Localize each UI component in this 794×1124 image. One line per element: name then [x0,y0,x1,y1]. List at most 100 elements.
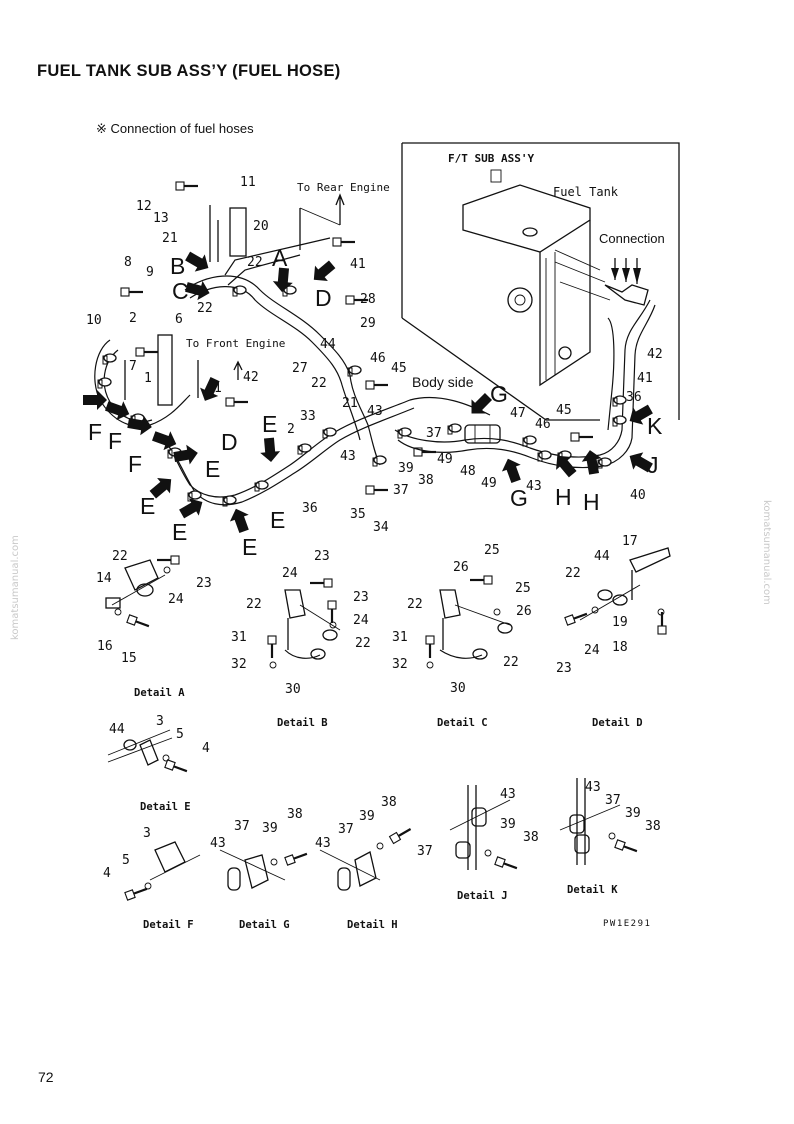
part-number-label: 38 [287,807,303,822]
part-number-label: 37 [234,819,250,834]
callout-36b: 36 [626,390,642,405]
part-number-label: 14 [96,571,112,586]
callout-42b: 42 [647,347,663,362]
callout-21: 21 [162,231,178,246]
detail-a: 22 23 24 14 16 15 Detail A [96,549,212,699]
callout-43c: 43 [526,479,542,494]
part-number-label: 38 [523,830,539,845]
to-rear-engine-label: To Rear Engine [297,181,390,194]
detail-b: 23 24 22 23 24 22 31 32 30 Detail B [231,549,371,729]
page-number: 72 [38,1069,54,1085]
part-number-label: 5 [122,853,130,868]
callout-37b: 37 [393,483,409,498]
part-number-label: 38 [645,819,661,834]
part-number-label: 26 [453,560,469,575]
callout-33: 33 [300,409,316,424]
body-side-label: Body side [412,374,474,390]
callout-27: 27 [292,361,308,376]
connection-label: Connection [599,231,665,246]
callout-49b: 49 [481,476,497,491]
letter-e5: E [270,507,285,533]
letter-g1: G [490,381,508,407]
callout-22: 22 [247,255,263,270]
part-number-label: 44 [594,549,610,564]
to-front-engine-label: To Front Engine [186,337,285,350]
callout-34: 34 [373,520,389,535]
part-number-label: 23 [556,661,572,676]
detail-c: 25 26 25 22 26 31 32 22 30 Detail C [392,543,532,729]
part-number-label: 37 [338,822,354,837]
reference-letters: A B C D D F F F E E E E E E G G H H K J [88,245,663,560]
letter-j: J [647,452,659,478]
fuel-tank-panel [401,142,680,421]
callout-1b: 1 [214,381,222,396]
ft-sub-assy-label: F/T SUB ASS'Y [448,152,534,165]
callout-46b: 46 [535,417,551,432]
part-number-label: 22 [355,636,371,651]
detail-g-caption: Detail G [239,919,290,931]
detail-f: 3 5 4 Detail F [103,826,201,931]
detail-g: 43 37 39 38 Detail G [210,807,310,931]
letter-d2: D [221,429,238,455]
callout-12: 12 [136,199,152,214]
callout-28: 28 [360,292,376,307]
part-number-label: 16 [97,639,113,654]
letter-e6: E [242,534,257,560]
part-number-label: 3 [156,714,164,729]
part-number-label: 39 [500,817,516,832]
part-number-label: 30 [450,681,466,696]
part-number-label: 23 [196,576,212,591]
part-number-label: 43 [585,780,601,795]
part-number-label: 43 [210,836,226,851]
detail-d-caption: Detail D [592,717,643,729]
detail-k: 43 37 39 38 Detail K [559,778,661,896]
callout-22c: 22 [311,376,327,391]
figure-code: PW1E291 [603,919,651,929]
part-number-label: 43 [500,787,516,802]
part-number-label: 25 [515,581,531,596]
detail-a-caption: Detail A [134,687,185,699]
callout-10: 10 [86,313,102,328]
callout-45: 45 [391,361,407,376]
detail-j-caption: Detail J [457,890,508,902]
letter-a: A [272,245,288,271]
part-number-label: 23 [314,549,330,564]
part-number-label: 19 [612,615,628,630]
callout-39: 39 [398,461,414,476]
detail-f-caption: Detail F [143,919,194,931]
part-number-label: 24 [584,643,600,658]
callout-38: 38 [418,473,434,488]
part-number-label: 22 [112,549,128,564]
part-number-label: 17 [622,534,638,549]
callout-7: 7 [129,359,137,374]
part-number-label: 38 [381,795,397,810]
callout-22b: 22 [197,301,213,316]
letter-e4: E [172,519,187,545]
detail-k-caption: Detail K [567,884,618,896]
part-number-label: 25 [484,543,500,558]
letter-k: K [647,413,663,439]
callout-21b: 21 [342,396,358,411]
detail-h: 43 37 39 38 Detail H [315,795,414,931]
letter-e2: E [205,456,220,482]
part-number-label: 43 [315,836,331,851]
letter-f2: F [108,428,122,454]
callout-41: 41 [350,257,366,272]
callout-43b: 43 [340,449,356,464]
part-number-label: 18 [612,640,628,655]
part-number-label: 26 [516,604,532,619]
callout-2b: 2 [287,422,295,437]
part-number-label: 22 [246,597,262,612]
callout-6: 6 [175,312,183,327]
part-number-label: 22 [407,597,423,612]
callout-11: 11 [240,175,256,190]
subtitle: ※ Connection of fuel hoses [96,121,254,136]
detail-c-caption: Detail C [437,717,488,729]
part-number-label: 5 [176,727,184,742]
part-number-label: 39 [262,821,278,836]
main-callouts: 11 12 13 21 20 22 22 41 28 29 8 9 10 2 6… [86,175,663,535]
part-number-label: 31 [392,630,408,645]
part-number-label: 44 [109,722,125,737]
part-number-label: 32 [231,657,247,672]
